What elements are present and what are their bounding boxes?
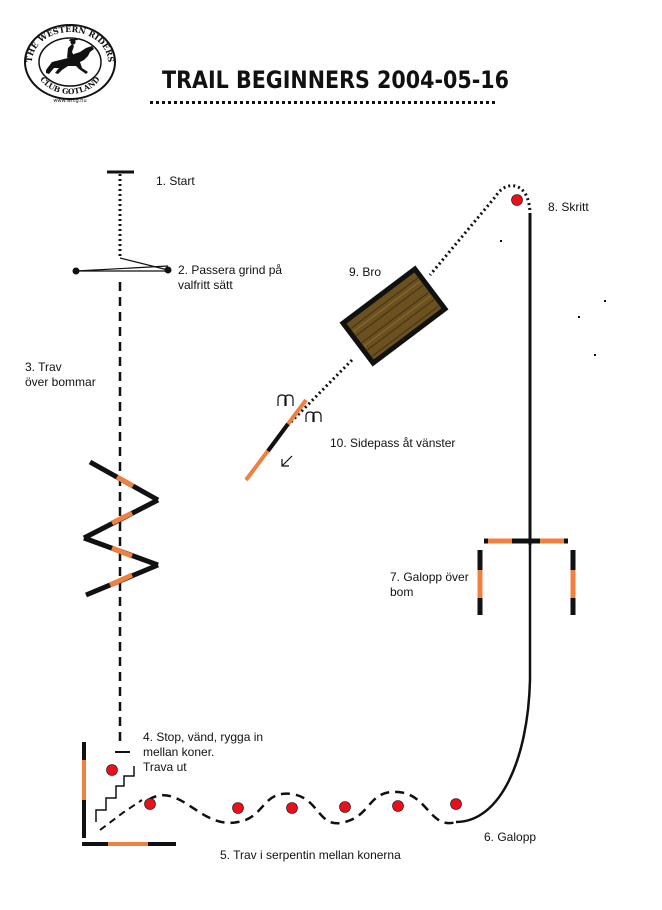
label-walk: 8. Skritt — [548, 200, 589, 214]
cone-serpentine — [232, 802, 244, 814]
label-trot-poles: 3. Trav över bommar — [25, 360, 96, 389]
bridge-exit-path — [286, 358, 354, 427]
serpentine-path — [147, 790, 457, 825]
label-start: 1. Start — [156, 174, 195, 188]
label-lope: 6. Galopp — [484, 830, 537, 844]
label-bridge: 9. Bro — [349, 265, 382, 279]
hoofprint-icon — [277, 394, 322, 422]
gate-obstacle — [72, 257, 172, 275]
stray-marks — [500, 240, 606, 356]
logo-url: www.wrcg.nu — [53, 98, 86, 104]
label-lope-pole: 7. Galopp över bom — [390, 570, 469, 599]
cone-serpentine — [392, 800, 404, 812]
sidepass-pole — [244, 398, 308, 482]
cone-walk — [511, 194, 523, 206]
page-title: TRAIL BEGINNERS 2004-05-16 — [162, 66, 510, 94]
label-sidepass: 10. Sidepass åt vänster — [330, 436, 456, 450]
label-stop-back: 4. Stop, vänd, rygga in mellan koner. Tr… — [143, 730, 264, 774]
cone-serpentine — [286, 802, 298, 814]
label-gate: 2. Passera grind på valfritt sätt — [178, 263, 283, 292]
bridge-obstacle — [339, 265, 449, 367]
cone-serpentine — [450, 798, 462, 810]
cone-back-up — [106, 764, 118, 776]
cones — [106, 194, 523, 814]
cone-serpentine — [144, 798, 156, 810]
lope-pole-obstacle — [477, 538, 576, 615]
horse-rider-icon — [46, 39, 94, 74]
label-serpentine: 5. Trav i serpentin mellan konerna — [220, 848, 401, 862]
back-up-box — [82, 742, 176, 846]
cone-serpentine — [339, 801, 351, 813]
trot-poles — [82, 459, 160, 598]
sidepass-arrow-icon — [281, 455, 293, 467]
title-underline — [150, 101, 495, 104]
club-logo: THE WESTERN RIDERS CLUB GOTLAND www.wrcg… — [24, 24, 116, 104]
walk-dotted-path — [428, 184, 532, 276]
lope-path — [455, 545, 532, 824]
